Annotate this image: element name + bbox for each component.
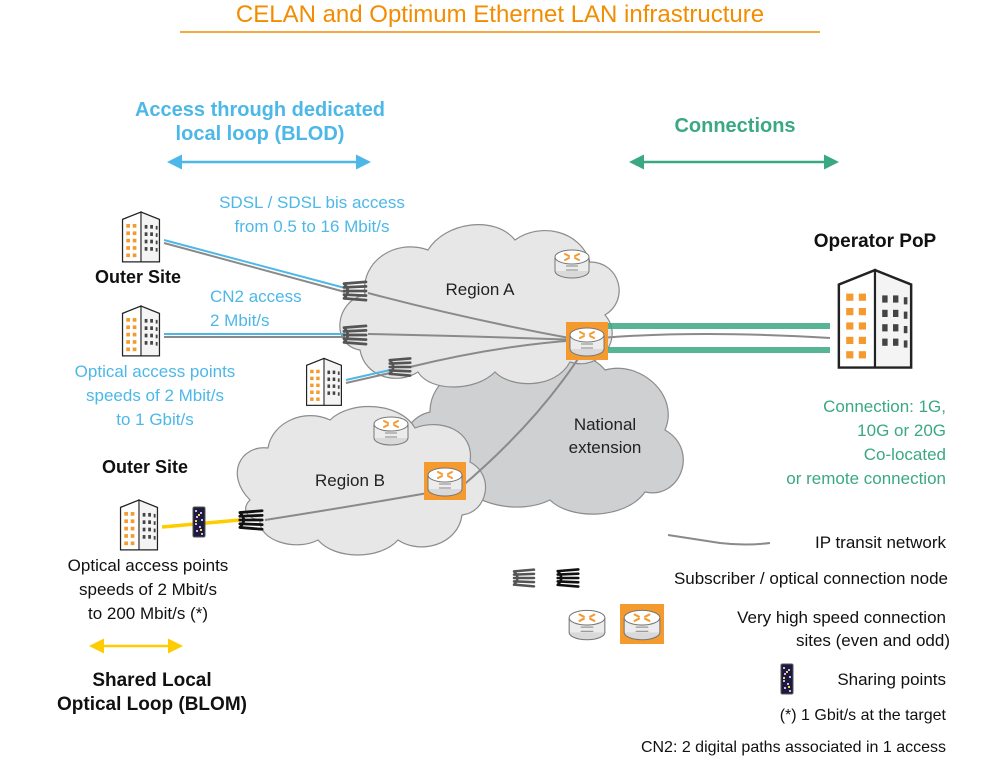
- operator-pop-building-icon: [837, 268, 913, 369]
- office-building-icon: [121, 211, 161, 263]
- connection-label-line1: Connection: 1G,: [823, 397, 946, 416]
- sharing-point-icon: [192, 506, 206, 538]
- sdsl-label-line1: SDSL / SDSL bis access: [219, 193, 405, 212]
- optical-connection-node-icon: [512, 568, 536, 588]
- outer-site-bottom-label: Outer Site: [102, 457, 188, 477]
- diagram-title: CELAN and Optimum Ethernet LAN infrastru…: [236, 1, 764, 28]
- optical-bottom-line1: Optical access points: [68, 556, 229, 575]
- ip-transit-lines: [264, 292, 586, 521]
- region-b-label: Region B: [315, 471, 385, 490]
- office-building-icon: [121, 305, 161, 357]
- optical-bottom-line2: speeds of 2 Mbit/s: [79, 580, 217, 599]
- legend-footnote: (*) 1 Gbit/s at the target: [780, 707, 947, 724]
- legend-vhs-line2: sites (even and odd): [796, 631, 950, 650]
- operator-pop-label: Operator PoP: [814, 231, 937, 252]
- access-lines: [161, 239, 391, 529]
- legend-sharing-points: Sharing points: [837, 670, 946, 689]
- legend-ip-transit: IP transit network: [815, 533, 947, 552]
- connection-label-line2: 10G or 20G: [857, 421, 946, 440]
- legend: IP transit network Subscriber / optical …: [512, 533, 950, 756]
- outer-site-top-label: Outer Site: [95, 267, 181, 287]
- region-a-label: Region A: [446, 280, 516, 299]
- router-icon: [568, 609, 606, 641]
- router-icon: [623, 609, 661, 641]
- office-building-icon: [306, 357, 342, 406]
- optical-top-line2: speeds of 2 Mbit/s: [86, 386, 224, 405]
- router-icon: [554, 249, 590, 279]
- legend-vhs-line1: Very high speed connection: [737, 608, 946, 627]
- connection-label-line4: or remote connection: [786, 469, 946, 488]
- optical-top-line3: to 1 Gbit/s: [116, 410, 193, 429]
- ip-transit-legend-line: [667, 534, 771, 546]
- legend-cn2-note: CN2: 2 digital paths associated in 1 acc…: [641, 739, 946, 756]
- sharing-point-icon: [780, 663, 794, 695]
- optical-bottom-line3: to 200 Mbit/s (*): [88, 604, 208, 623]
- operator-connection-lines: [599, 323, 831, 353]
- blom-label-line1: Shared Local: [92, 670, 211, 691]
- blod-header-line1: Access through dedicated: [135, 99, 385, 121]
- connection-label-line3: Co-located: [864, 445, 946, 464]
- connections-header: Connections: [674, 115, 795, 137]
- optical-top-line1: Optical access points: [75, 362, 236, 381]
- router-icon: [427, 467, 463, 497]
- cn2-label-line1: CN2 access: [210, 287, 302, 306]
- cloud-region-a: [339, 224, 620, 388]
- cn2-label-line2: 2 Mbit/s: [210, 311, 270, 330]
- blom-label-line2: Optical Loop (BLOM): [57, 694, 247, 715]
- office-building-icon: [119, 499, 159, 551]
- cloud-region-b: [236, 405, 487, 556]
- national-extension-label-line1: National: [574, 415, 636, 434]
- router-icon: [373, 416, 409, 446]
- legend-subscriber-node: Subscriber / optical connection node: [674, 569, 948, 588]
- optical-connection-node-icon: [556, 568, 580, 588]
- sdsl-label-line2: from 0.5 to 16 Mbit/s: [235, 217, 390, 236]
- national-extension-label-line2: extension: [569, 438, 642, 457]
- router-icon: [569, 327, 605, 357]
- blod-header-line2: local loop (BLOD): [176, 123, 345, 145]
